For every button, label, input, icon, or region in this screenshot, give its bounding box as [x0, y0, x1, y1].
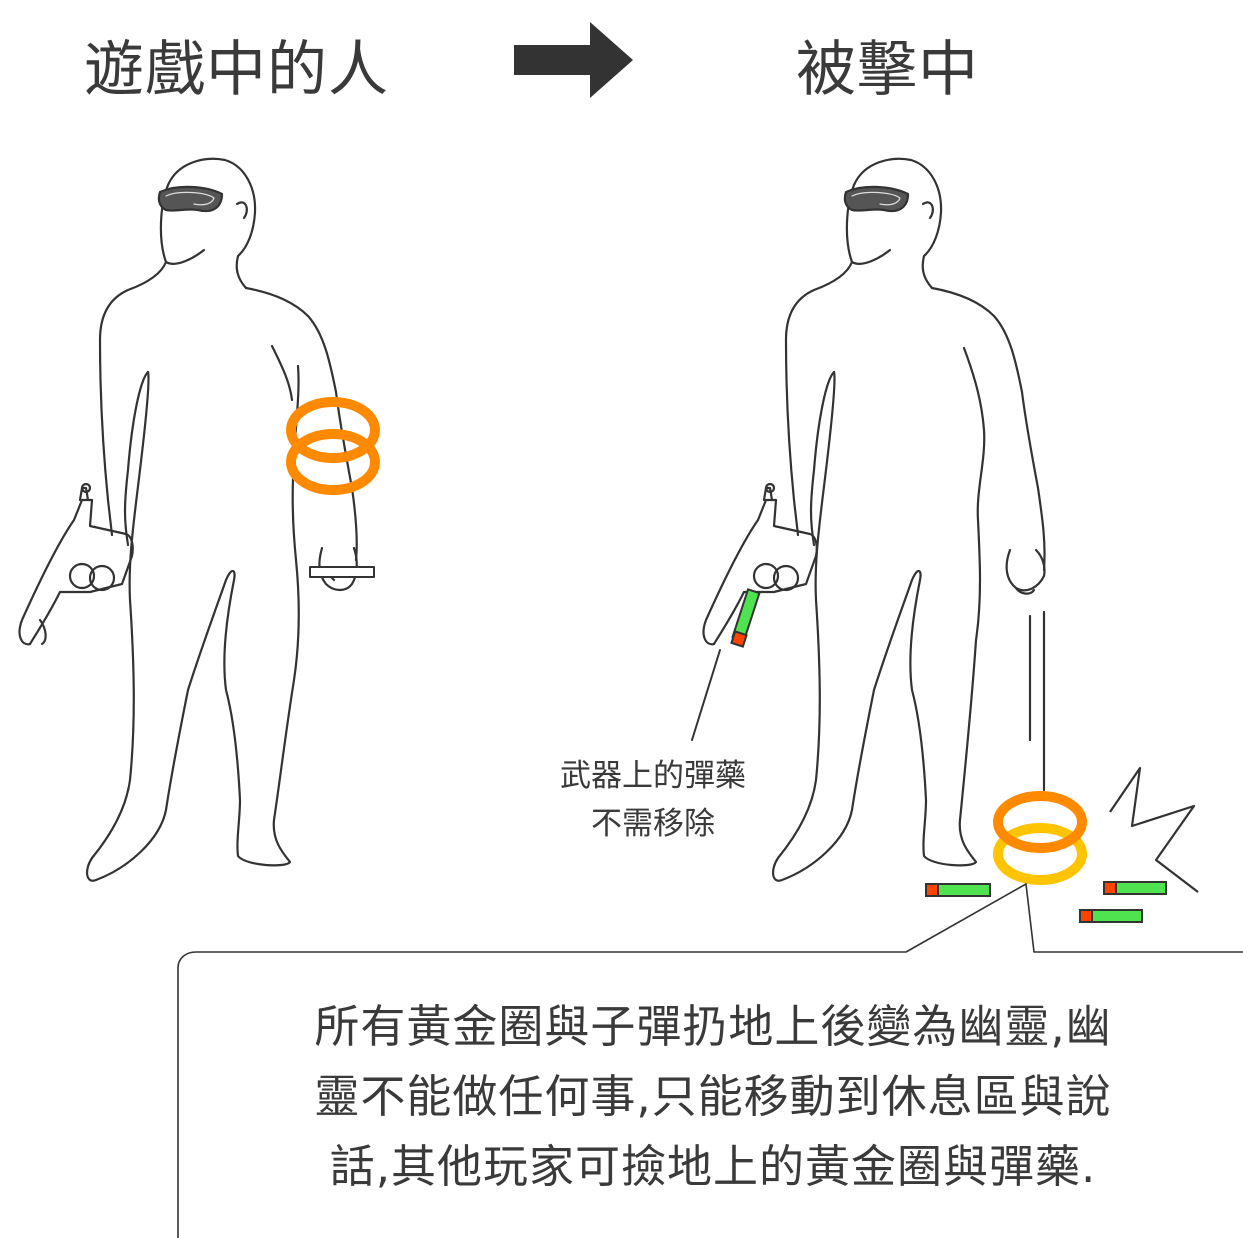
goggles-left [157, 185, 224, 213]
ear-left [235, 201, 248, 220]
player-figure-left [18, 157, 375, 882]
ammo-note: 武器上的彈藥 不需移除 [536, 752, 770, 848]
gold-rings-dropped [993, 791, 1087, 885]
caption-line-3: 話,其他玩家可撿地上的黃金圈與彈藥. [329, 1140, 1097, 1194]
gold-rings-left [286, 397, 380, 495]
arrow-right-icon [514, 22, 633, 98]
player-figure-right [691, 157, 1046, 882]
caption-line-2: 靈不能做任何事,只能移動到休息區與說 [314, 1070, 1112, 1124]
goggles-right [843, 185, 910, 213]
ammo-note-line-2: 不需移除 [591, 806, 715, 843]
ammo-pointer-line [691, 649, 721, 741]
impact-burst-icon [1109, 766, 1199, 893]
gun-ammo [730, 588, 761, 648]
gun-right [702, 482, 818, 646]
body-outline-left [86, 260, 358, 882]
title-player-in-game: 遊戲中的人 [84, 35, 389, 105]
body-outline-right [772, 260, 1046, 882]
head-right [845, 157, 943, 290]
open-hand-right [1005, 548, 1046, 592]
rules-caption: 所有黃金圈與子彈扔地上後變為幽靈,幽 靈不能做任何事,只能移動到休息區與說 話,… [188, 992, 1238, 1203]
title-player-hit: 被擊中 [796, 35, 979, 105]
head-left [159, 157, 257, 290]
gun-left [18, 482, 134, 646]
ammo-note-line-1: 武器上的彈藥 [560, 758, 746, 794]
caption-balloon [177, 883, 1243, 1238]
caption-line-1: 所有黃金圈與子彈扔地上後變為幽靈,幽 [314, 1000, 1112, 1053]
dropped-ammo [925, 881, 1167, 923]
